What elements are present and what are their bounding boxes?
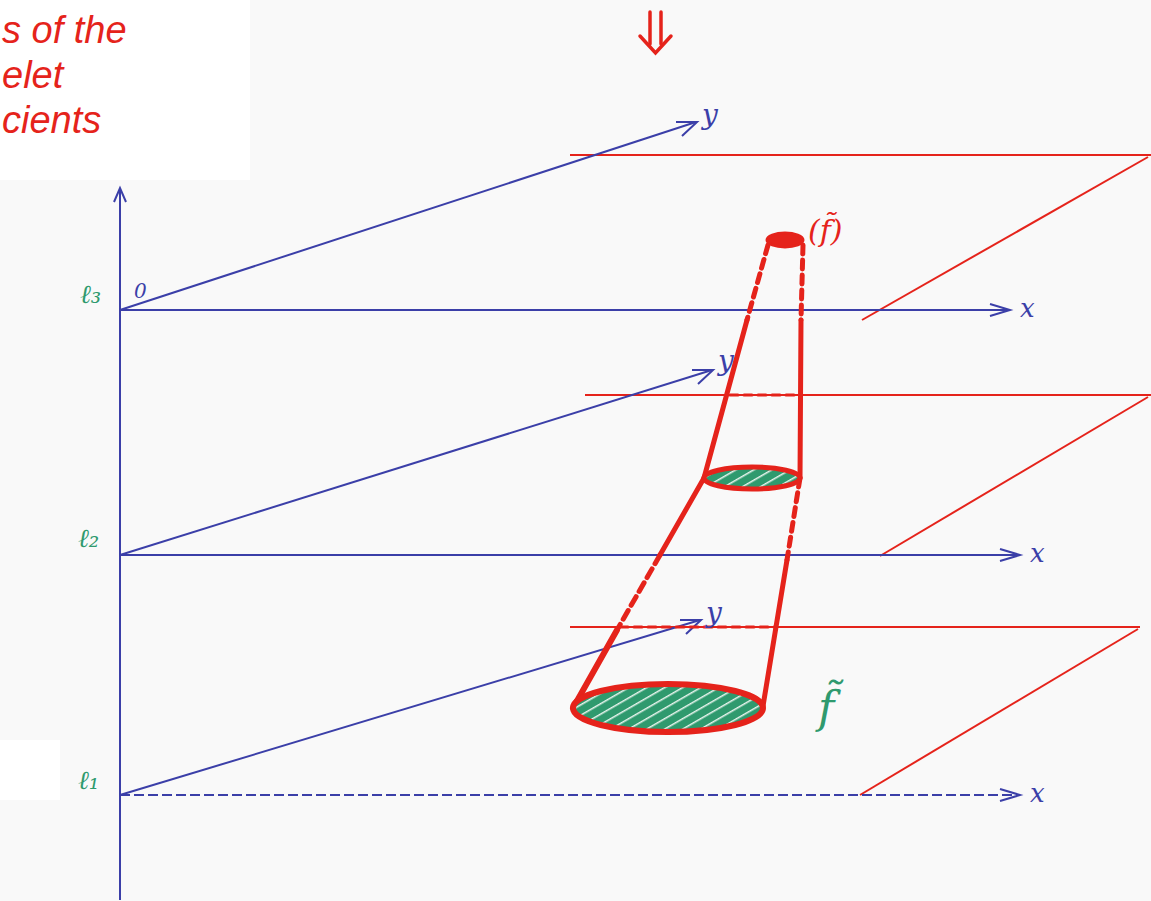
support-ellipse [704,467,800,489]
plane-section [620,626,775,629]
axis-arrowhead [114,188,126,202]
x-axis [120,794,1018,796]
function-label: f̃ [818,684,834,732]
scale-planes [570,155,1151,795]
plane-edge [860,629,1138,795]
text-panel [0,0,250,180]
axis-label: x [1020,294,1035,323]
track-edge [800,320,801,478]
coefficient-track [573,233,803,732]
axis-label: y [718,346,734,377]
scale-label: ℓ₁ [78,766,99,795]
arrow-shaft [648,12,652,44]
plane-edge [570,626,1140,628]
axis-label: y [706,598,722,629]
y-axis [120,122,696,310]
track-edge [787,478,800,560]
axis-arrowhead [990,304,1010,316]
axis-arrowhead [676,122,697,136]
track-edge [747,245,768,320]
axis-label: x [1030,539,1045,568]
axis-arrowhead [692,370,713,384]
axis-label: y [702,100,718,131]
track-edge [660,478,704,555]
plane-edge [880,397,1148,556]
scale-label: ℓ₂ [78,524,99,553]
axis-arrowhead [1000,789,1020,801]
plane-edge [570,154,1151,156]
support-ellipse [573,684,763,732]
arrow-shaft [659,12,663,44]
x-axis [120,554,1018,556]
support-ellipse [767,233,803,247]
track-edge [763,560,787,706]
function-label: (f̃) [808,214,843,247]
caption-fragment: s of the elet cients [2,8,152,143]
axis-label: x [1030,779,1045,808]
plane-section [730,394,800,397]
x-axis [120,309,1008,311]
axes [114,122,1020,900]
track-edge [801,245,803,320]
axis-arrowhead [1000,549,1020,561]
down-double-arrow [640,12,671,53]
y-axis [120,370,712,555]
corner-panel [0,740,60,800]
plane-edge [862,157,1148,320]
origin-label: 0 [134,280,147,302]
arrow-head [640,36,671,53]
scale-axis [119,190,121,900]
track-edge [617,555,660,630]
scale-label: ℓ₃ [80,280,101,309]
track-edge [704,320,747,478]
plane-edge [585,394,1151,396]
